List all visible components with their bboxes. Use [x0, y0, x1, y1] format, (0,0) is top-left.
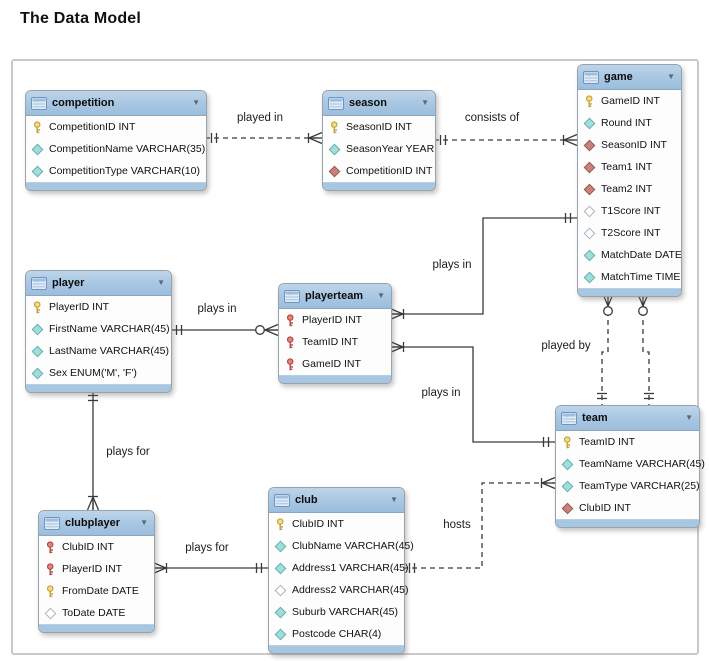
relationship-label: consists of — [465, 112, 520, 124]
relationship-label: played by — [541, 340, 590, 352]
relationship-competition-season: played in — [205, 112, 323, 145]
relationship-club-team: hosts — [403, 476, 556, 573]
relationship-player-playerteam: plays in — [170, 303, 279, 337]
relationship-label: plays for — [185, 542, 229, 554]
relationship-label: plays in — [433, 259, 472, 271]
relationship-playerteam-game: plays in — [389, 213, 577, 321]
relationship-clubplayer-club: plays for — [152, 542, 268, 575]
relationship-game-team-1: played by — [541, 292, 615, 405]
relationship-season-game: consists of — [434, 112, 578, 147]
relationship-label: hosts — [443, 519, 471, 531]
relationship-player-clubplayer: plays for — [86, 389, 150, 511]
relationship-label: plays for — [106, 446, 150, 458]
relationship-label: plays in — [422, 387, 461, 399]
page-title: The Data Model — [20, 10, 142, 27]
relationship-label: played in — [237, 112, 283, 124]
relationship-label: plays in — [198, 303, 237, 315]
relationship-game-team-2 — [636, 292, 654, 405]
relationship-playerteam-team: plays in — [389, 340, 555, 447]
